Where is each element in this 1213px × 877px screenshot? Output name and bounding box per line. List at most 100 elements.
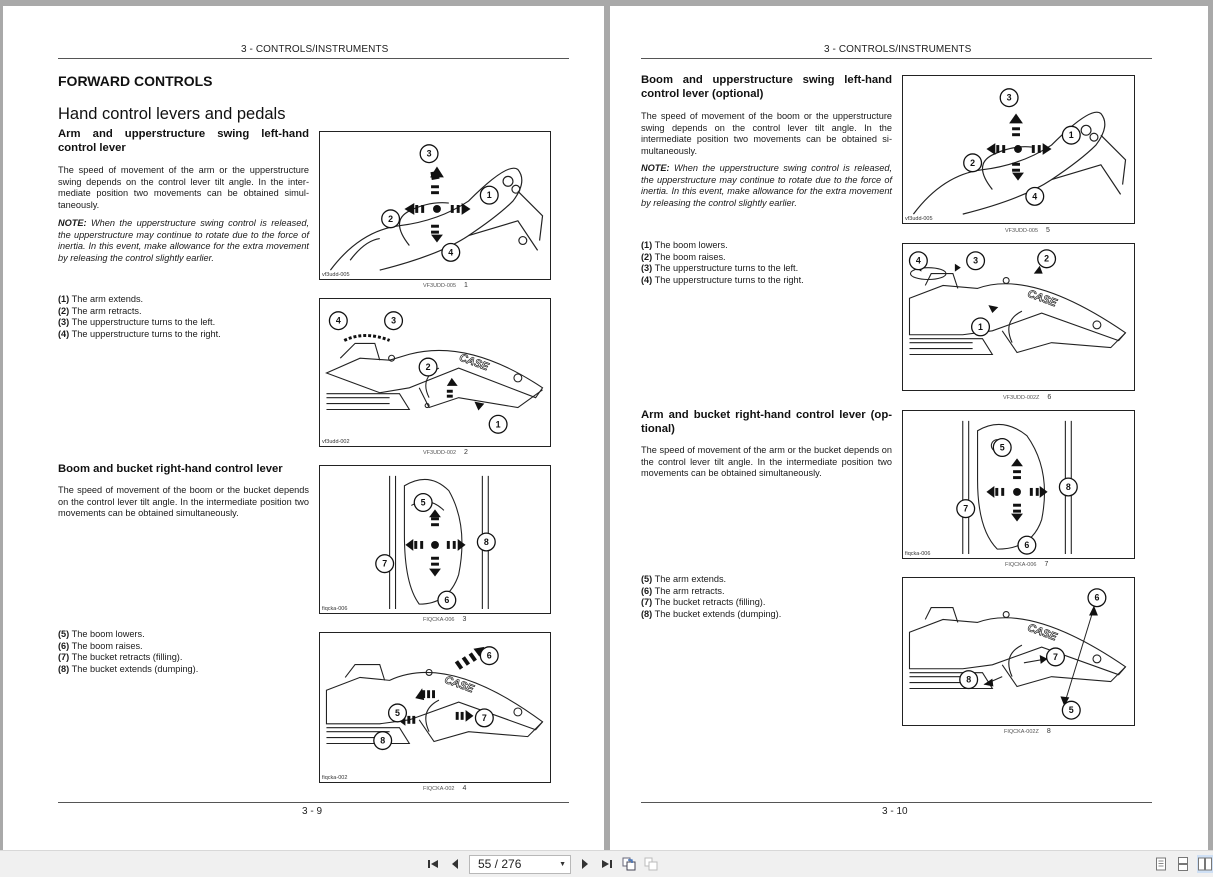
single-page-icon	[1156, 857, 1166, 871]
body-paragraph: The speed of movement of the arm or the …	[58, 165, 309, 210]
svg-text:8: 8	[966, 675, 971, 685]
legend-item: (5) The boom lowers.	[58, 629, 145, 639]
legend-item: (8) The bucket extends (dumping).	[58, 663, 199, 674]
page-number-input[interactable]: 55 / 276 ▼	[469, 855, 571, 874]
next-page-button[interactable]	[578, 857, 592, 871]
single-page-view-button[interactable]	[1154, 857, 1168, 871]
footer-rule	[641, 802, 1152, 803]
lever-illustration: 3 1 2 4	[912, 88, 1127, 215]
navigation-toolbar: 55 / 276 ▼	[0, 850, 1213, 877]
figure-lever-diagram: 3 1 2 4 vf3udd-005	[319, 131, 551, 280]
running-head: 3 - CONTROLS/INSTRUMENTS	[241, 44, 389, 55]
legend-item: (1) The arm extends.	[58, 294, 144, 304]
body-paragraph: The speed of movement of the boom or the…	[641, 111, 892, 156]
svg-text:7: 7	[482, 713, 487, 723]
page-dropdown-icon[interactable]: ▼	[559, 861, 566, 868]
legend-item: (3) The upperstructure turns to the left…	[641, 263, 799, 274]
legend-item: (4) The upperstructure turns to the righ…	[58, 328, 221, 339]
svg-text:4: 4	[1032, 191, 1037, 201]
topic-title: Boom and bucket right-hand control lever	[58, 463, 283, 475]
previous-page-icon	[452, 859, 458, 869]
first-page-icon	[428, 860, 438, 868]
legend-item: (2) The arm retracts.	[58, 305, 142, 316]
topic-title: Arm and bucket right-hand control lever …	[641, 409, 892, 435]
figure-lever-diagram: 5 8 7 6 fiqcka-006	[319, 465, 551, 614]
back-view-icon	[622, 857, 636, 871]
legend-item: (6) The boom raises.	[58, 640, 143, 651]
svg-text:2: 2	[426, 362, 431, 372]
svg-text:5: 5	[1069, 705, 1074, 715]
svg-text:3: 3	[1007, 93, 1012, 103]
two-page-view-button[interactable]	[1197, 855, 1213, 873]
figure-code: fiqcka-006	[322, 606, 348, 612]
svg-text:6: 6	[1024, 540, 1029, 550]
continuous-view-button[interactable]	[1176, 857, 1190, 871]
excavator-illustration: CASE 6 5 7 8	[325, 646, 544, 751]
header-rule	[58, 58, 569, 59]
lever-illustration: 3 1 2 4	[329, 144, 544, 271]
figure-lever-diagram: 3 1 2 4 vf3udd-005	[902, 75, 1135, 224]
topic-title: Boom and upperstructure swing left-hand …	[641, 74, 892, 100]
excavator-illustration: CASE 6 7 8 5	[908, 588, 1127, 720]
svg-text:2: 2	[1044, 254, 1049, 264]
last-page-icon	[602, 860, 612, 868]
svg-text:4: 4	[916, 256, 921, 266]
topic-title: Arm and upperstructure swing left-hand c…	[58, 128, 309, 154]
svg-text:8: 8	[484, 537, 489, 547]
document-viewport[interactable]: 3 - CONTROLS/INSTRUMENTS FORWARD CONTROL…	[0, 0, 1213, 850]
svg-text:1: 1	[487, 190, 492, 200]
page-right: 3 - CONTROLS/INSTRUMENTS Boom and uppers…	[610, 6, 1208, 850]
page-number: 3 - 9	[302, 806, 323, 817]
excavator-illustration: CASE 4 3 2 1	[908, 249, 1127, 356]
go-back-view-button[interactable]	[622, 857, 636, 871]
svg-text:7: 7	[382, 559, 387, 569]
note-paragraph: NOTE: When the upperstructure swing cont…	[641, 163, 892, 209]
section-title: FORWARD CONTROLS	[58, 73, 213, 89]
lever-illustration: 5 8 7 6	[956, 420, 1078, 555]
go-forward-view-button[interactable]	[644, 857, 658, 871]
legend-item: (2) The boom raises.	[641, 251, 726, 262]
svg-text:3: 3	[973, 256, 978, 266]
first-page-button[interactable]	[426, 857, 440, 871]
svg-text:5: 5	[1000, 442, 1005, 452]
running-head: 3 - CONTROLS/INSTRUMENTS	[824, 44, 972, 55]
svg-text:7: 7	[963, 504, 968, 514]
svg-text:1: 1	[496, 419, 501, 429]
previous-page-button[interactable]	[448, 857, 462, 871]
page-number: 3 - 10	[882, 806, 908, 817]
figure-code: vf3udd-005	[905, 216, 933, 222]
svg-text:3: 3	[427, 149, 432, 159]
body-paragraph: The speed of movement of the arm or the …	[641, 445, 892, 479]
figure-code: fiqcka-006	[905, 551, 931, 557]
svg-text:6: 6	[1094, 593, 1099, 603]
lever-illustration: 5 8 7 6	[375, 475, 496, 610]
figure-excavator-diagram: CASE 6 5 7 8 fiqcka-002	[319, 632, 551, 783]
svg-text:1: 1	[1069, 130, 1074, 140]
figure-code: fiqcka-002	[322, 775, 348, 781]
body-paragraph: The speed of movement of the boom or the…	[58, 485, 309, 519]
svg-text:CASE: CASE	[1026, 288, 1059, 310]
note-paragraph: NOTE: When the upperstructure swing cont…	[58, 218, 309, 264]
svg-text:1: 1	[978, 322, 983, 332]
figure-code: vf3udd-005	[322, 272, 350, 278]
svg-text:4: 4	[336, 316, 341, 326]
callout-legend: (5) The arm extends. (6) The arm retract…	[641, 574, 781, 620]
figure-lever-diagram: 5 8 7 6 fiqcka-006	[902, 410, 1135, 559]
note-label: NOTE:	[58, 218, 87, 228]
page-left: 3 - CONTROLS/INSTRUMENTS FORWARD CONTROL…	[3, 6, 604, 850]
legend-item: (4) The upperstructure turns to the righ…	[641, 274, 804, 285]
svg-text:8: 8	[1066, 482, 1071, 492]
legend-item: (7) The bucket retracts (filling).	[58, 652, 183, 663]
figure-excavator-diagram: CASE 4 3 2 1 vf3udd-002	[319, 298, 551, 447]
legend-item: (1) The boom lowers.	[641, 240, 728, 250]
last-page-button[interactable]	[600, 857, 614, 871]
svg-text:6: 6	[444, 595, 449, 605]
footer-rule	[58, 802, 569, 803]
